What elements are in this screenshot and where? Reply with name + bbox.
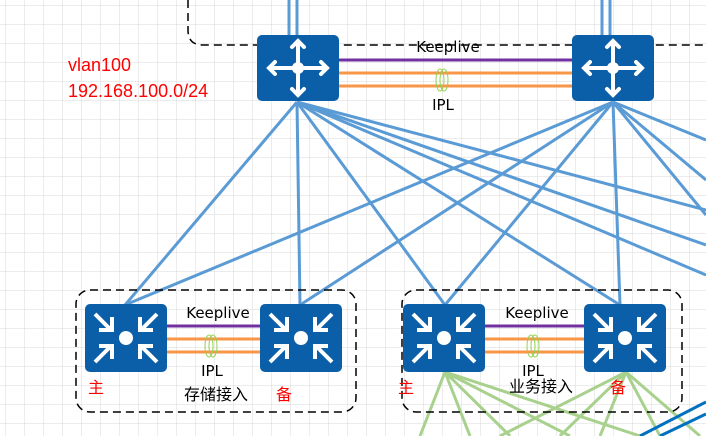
subnet-label: 192.168.100.0/24 [68,81,208,101]
access-downlinks [418,370,701,436]
business-peer-link [485,324,584,358]
business-keeplive-label: Keeplive [505,304,569,322]
business-primary-label: 主 [398,378,414,397]
core-peer-link [339,58,572,92]
storage-backup-label: 备 [276,385,292,404]
core-ipl-label: IPL [432,96,454,114]
business-switch-backup[interactable] [582,302,668,374]
storage-group-name: 存储接入 [184,385,248,404]
storage-ipl-label: IPL [201,362,223,380]
uplinks [287,0,612,36]
storage-keeplive-label: Keeplive [186,304,250,322]
core-downlinks [123,100,706,307]
storage-switch-backup[interactable] [258,302,344,374]
storage-primary-label: 主 [88,378,104,397]
vlan-label: vlan100 [68,55,131,75]
core-router-right[interactable] [570,33,656,103]
business-ipl-label: IPL [522,362,544,380]
storage-switch-primary[interactable] [83,302,169,374]
storage-peer-link [167,324,260,358]
business-backup-label: 备 [610,378,626,397]
core-zone-boundary [187,0,706,46]
business-switch-primary[interactable] [401,302,487,374]
business-group-name: 业务接入 [509,377,573,396]
core-router-left[interactable] [255,33,341,103]
storage-links [639,400,706,436]
core-keeplive-label: Keeplive [416,38,480,56]
